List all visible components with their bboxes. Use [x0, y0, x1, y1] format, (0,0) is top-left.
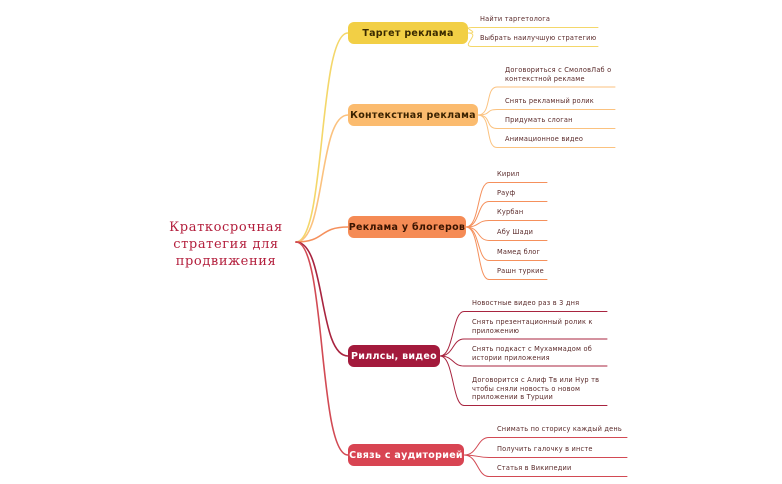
branch-node: Риллсы, видео: [348, 345, 440, 367]
leaf-topic: Договориться с СмоловЛаб о контекстной р…: [505, 66, 612, 83]
leaf-connector: [477, 86, 616, 116]
leaf-connector: [465, 182, 548, 228]
leaf-connector: [463, 454, 628, 477]
leaf-topic: Снять рекламный ролик: [505, 97, 594, 105]
leaf-topic: Анимационное видео: [505, 135, 584, 143]
leaf-connector: [477, 109, 616, 116]
branch-connector: [295, 114, 349, 243]
branch-connector: [295, 241, 349, 456]
leaf-topic: Курбан: [497, 208, 524, 216]
branch-node: Связь с аудиторией: [348, 444, 464, 466]
leaf-connector: [439, 311, 608, 357]
leaf-topic: Снимать по сторису каждый день: [497, 425, 622, 433]
branch-node: Контекстная реклама: [348, 104, 478, 126]
leaf-topic: Придумать слоган: [505, 116, 573, 124]
branch-node: Реклама у блогеров: [348, 216, 466, 238]
leaf-topic: Кирил: [497, 170, 520, 178]
leaf-connector: [463, 454, 628, 458]
leaf-topic: Абу Шади: [497, 228, 534, 236]
branch-node: Таргет реклама: [348, 22, 468, 44]
leaf-connector: [465, 201, 548, 228]
leaf-topic: Найти таргетолога: [480, 15, 551, 23]
branch-connector: [295, 32, 349, 243]
leaf-connector: [465, 226, 548, 280]
leaf-connector: [439, 355, 608, 367]
leaf-topic: Получить галочку в инсте: [497, 445, 593, 453]
leaf-topic: Мамед блог: [497, 248, 541, 256]
leaf-topic: Снять презентационный ролик к приложению: [472, 318, 593, 335]
leaf-connector: [467, 32, 599, 47]
leaf-topic: Статья в Википедии: [497, 464, 572, 472]
leaf-connector: [439, 338, 608, 357]
branch-connector: [295, 241, 349, 357]
leaf-topic: Снять подкаст с Мухаммадом об истории пр…: [472, 345, 593, 362]
leaf-topic: Рауф: [497, 189, 516, 197]
leaf-connector: [439, 355, 608, 406]
branch-connector: [295, 226, 349, 243]
leaf-topic: Рашн туркие: [497, 267, 544, 275]
leaf-topic: Выбрать наилучшую стратегию: [480, 34, 597, 42]
leaf-connector: [467, 27, 599, 34]
leaf-connector: [463, 437, 628, 456]
leaf-topic: Договорится с Алиф Тв или Нур тв чтобы с…: [472, 376, 600, 401]
leaf-connector: [477, 114, 616, 148]
leaf-topic: Новостные видео раз в 3 дня: [472, 299, 580, 307]
leaf-connector: [465, 220, 548, 228]
root-topic: Краткосрочная стратегия для продвижения: [169, 220, 283, 269]
